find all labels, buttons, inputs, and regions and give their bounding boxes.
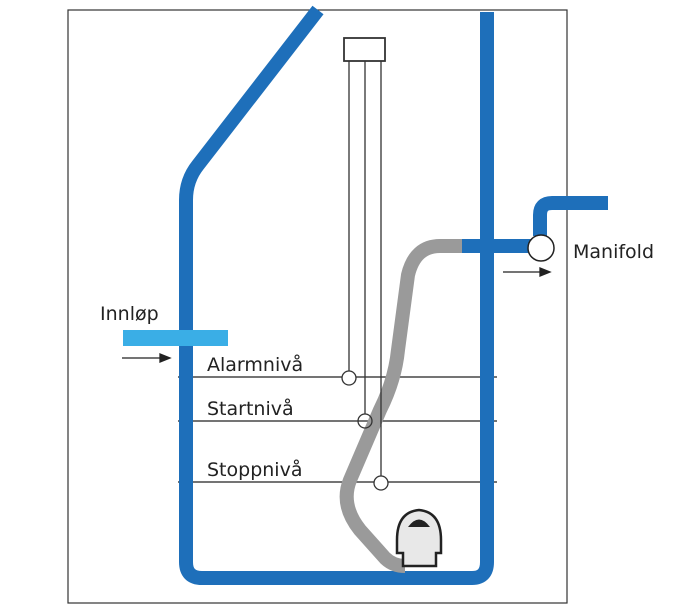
- level-lines: [178, 376, 497, 483]
- inlet-arrow: [122, 353, 172, 363]
- manifold-label: Manifold: [573, 241, 654, 263]
- alarm-label: Alarmnivå: [207, 353, 303, 376]
- start-label: Startnivå: [207, 397, 294, 420]
- discharge-hose: [339, 239, 462, 573]
- alarm-float: [341, 370, 357, 386]
- tank-pipe: [179, 5, 494, 585]
- outlet-arrow: [503, 267, 552, 277]
- stop-float: [373, 475, 389, 491]
- stop-label: Stoppnivå: [207, 458, 302, 481]
- manifold-valve: [527, 234, 555, 262]
- pump: [395, 508, 443, 568]
- inlet-pipe: [123, 330, 228, 346]
- outlet-pipe: [533, 196, 608, 236]
- control-box: [343, 37, 386, 62]
- inlet-label: Innløp: [100, 303, 159, 325]
- float-switches: [341, 37, 389, 491]
- start-float: [357, 413, 373, 429]
